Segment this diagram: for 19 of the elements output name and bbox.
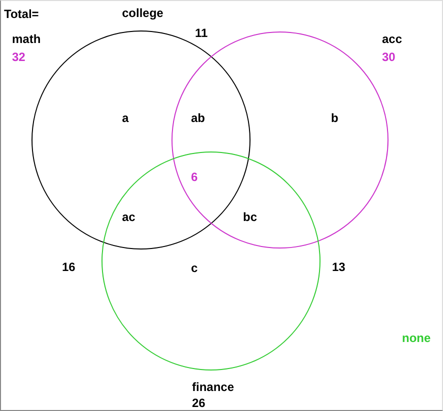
heading-label: acc — [382, 32, 402, 46]
count-label: 6 — [191, 170, 198, 184]
count-label: 13 — [332, 260, 346, 274]
region-label: a — [122, 111, 129, 125]
count-label: none — [402, 331, 431, 345]
total-label: Total= — [4, 7, 39, 21]
count-label: 26 — [192, 396, 206, 410]
count-label: 16 — [62, 260, 76, 274]
region-label: ab — [191, 111, 206, 125]
count-label: 11 — [195, 26, 208, 40]
region-label: ac — [122, 210, 136, 224]
region-label: bc — [243, 210, 258, 224]
heading-label: finance — [192, 380, 234, 394]
heading-label: math — [12, 32, 41, 46]
universe-label: college — [122, 6, 164, 20]
count-label: 32 — [12, 50, 26, 64]
region-label: c — [191, 261, 198, 275]
count-label: 30 — [382, 50, 396, 64]
region-label: b — [331, 111, 338, 125]
